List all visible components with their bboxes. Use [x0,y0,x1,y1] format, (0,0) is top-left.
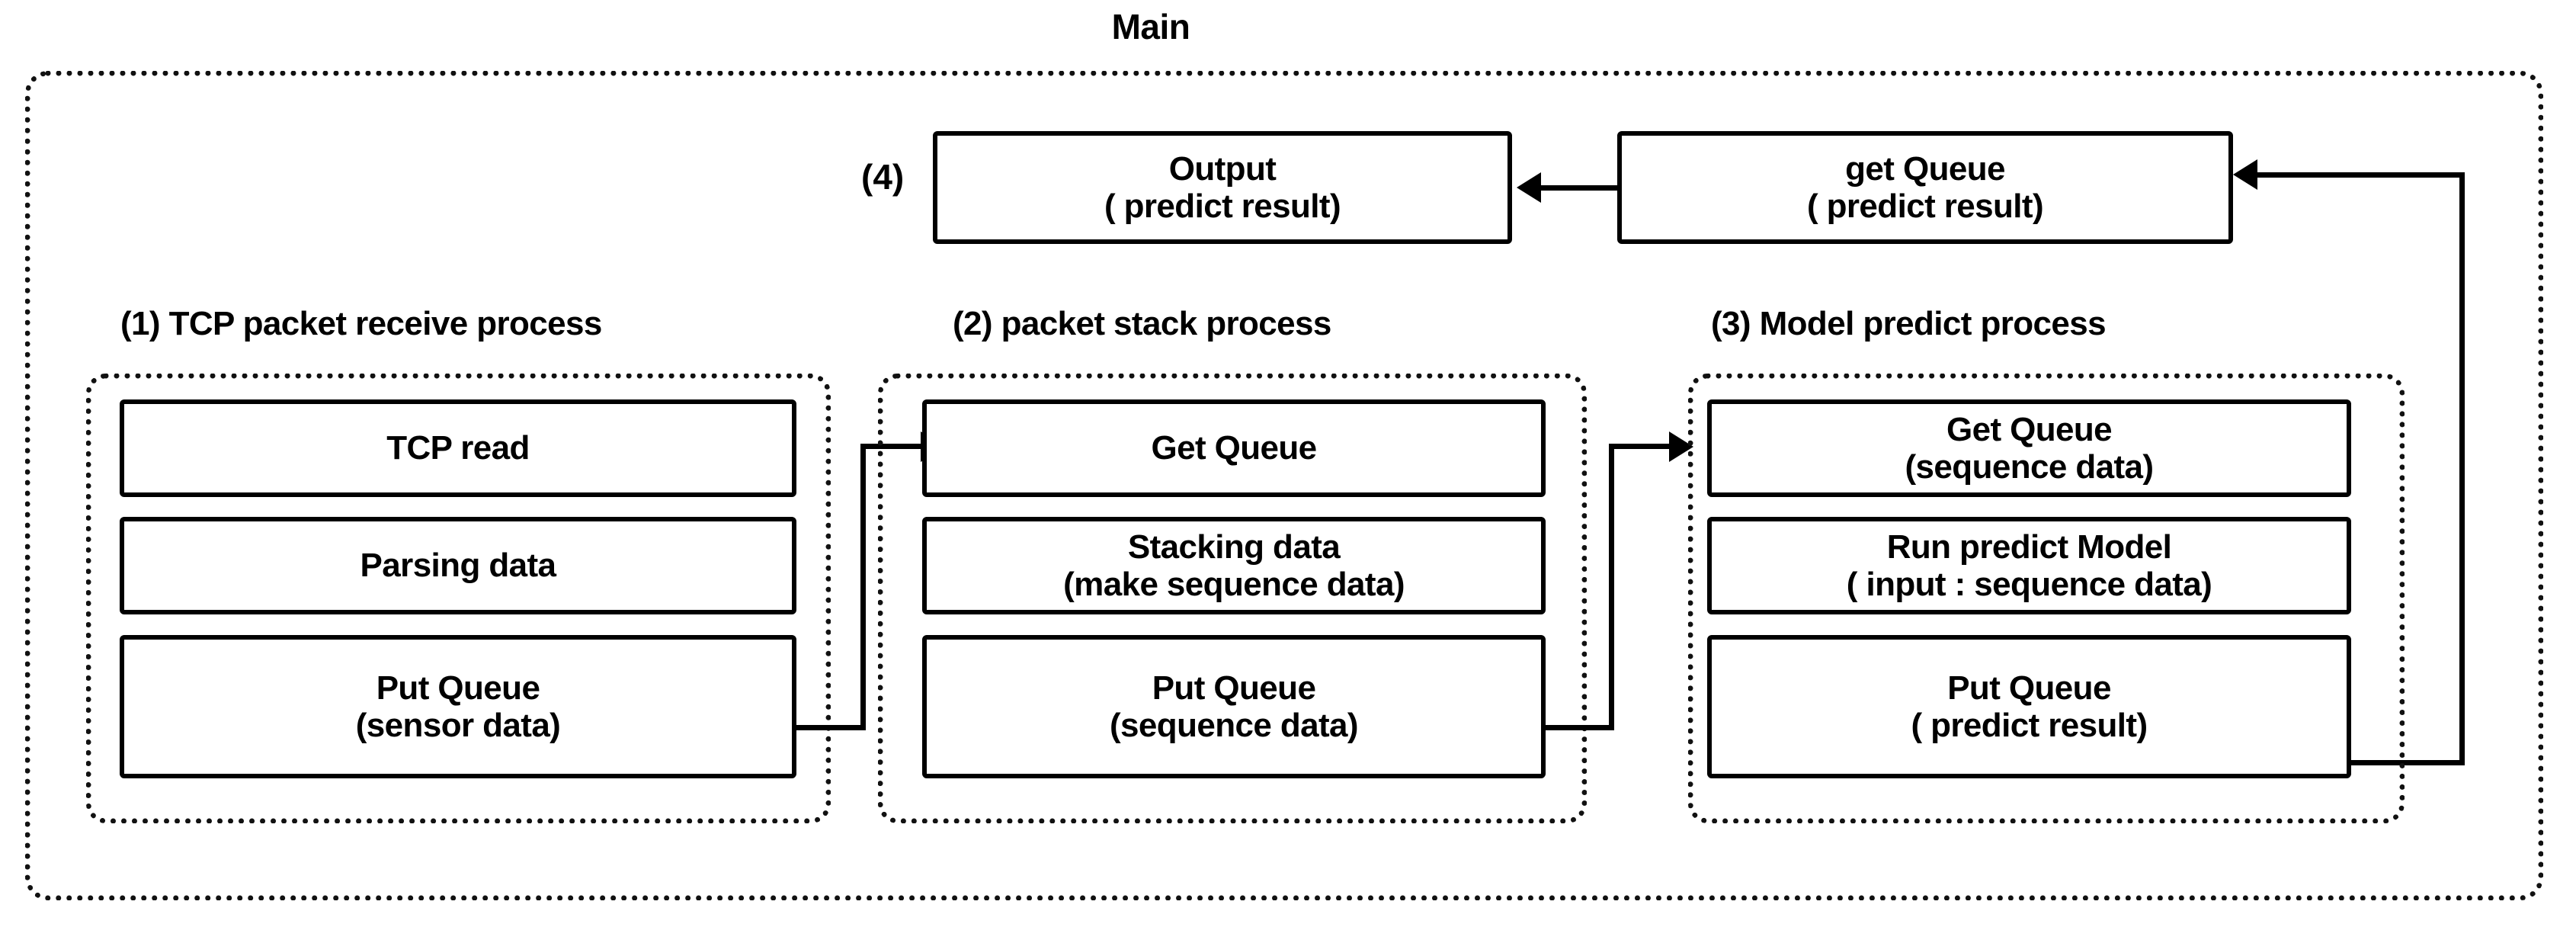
process2-box-2-line1: Stacking data [1127,528,1341,566]
feedback-connector-bottom-segment [2351,760,2465,765]
process2-box-1-line1: Get Queue [1151,429,1317,467]
process3-box-1-line2: (sequence data) [1905,448,2155,486]
process1-box-3: Put Queue (sensor data) [120,635,796,778]
connector-p1-to-p2-top-segment [860,444,926,449]
process3-box-2: Run predict Model ( input : sequence dat… [1707,517,2351,614]
process1-box-2: Parsing data [120,517,796,614]
process2-box-3-line1: Put Queue [1152,669,1316,707]
step-label-4: (4) [861,157,905,197]
process3-box-1: Get Queue (sequence data) [1707,399,2351,497]
feedback-connector-top-segment [2257,172,2465,178]
process1-box-1-line1: TCP read [386,429,530,467]
main-container-boundary [25,71,2543,900]
process2-box-2: Stacking data (make sequence data) [922,517,1546,614]
feedback-connector-arrowhead [2233,159,2257,190]
feedback-connector-vertical-segment [2459,172,2465,765]
process1-box-3-line2: (sensor data) [355,707,561,744]
process1-boundary [86,374,831,823]
process2-box-3-line2: (sequence data) [1110,707,1359,744]
process3-box-2-line1: Run predict Model [1886,528,2172,566]
process1-box-2-line1: Parsing data [360,547,556,585]
process2-boundary [878,374,1587,823]
connector-getqueue-to-output-line [1541,185,1617,191]
page-title: Main [0,6,2576,47]
connector-p2-to-p3-top-segment [1609,444,1674,449]
connector-p2-to-p3-bottom-segment [1541,725,1614,730]
process3-box-3: Put Queue ( predict result) [1707,635,2351,778]
get-queue-box: get Queue ( predict result) [1617,131,2233,244]
process3-box-3-line2: ( predict result) [1911,707,2148,744]
process2-title: (2) packet stack process [953,305,1331,342]
process2-box-1: Get Queue [922,399,1546,497]
process2-box-2-line2: (make sequence data) [1063,566,1405,603]
process3-boundary [1688,374,2405,823]
process2-box-3: Put Queue (sequence data) [922,635,1546,778]
process1-box-1: TCP read [120,399,796,497]
process3-box-3-line1: Put Queue [1947,669,2111,707]
process3-title: (3) Model predict process [1711,305,2107,342]
process1-title: (1) TCP packet receive process [120,305,602,342]
main-title-text: Main [1111,7,1190,47]
output-box: Output ( predict result) [933,131,1512,244]
get-queue-box-line2: ( predict result) [1806,188,2044,225]
process3-box-2-line2: ( input : sequence data) [1846,566,2212,603]
get-queue-box-line1: get Queue [1845,149,2005,188]
connector-p1-to-p2-bottom-segment [793,725,866,730]
output-box-line1: Output [1168,149,1277,188]
process3-box-1-line1: Get Queue [1946,410,2113,448]
connector-p2-to-p3-vertical-segment [1609,444,1614,730]
output-box-line2: ( predict result) [1104,188,1341,225]
connector-p1-to-p2-vertical-segment [860,444,866,730]
connector-getqueue-to-output-arrowhead [1517,172,1541,203]
process1-box-3-line1: Put Queue [376,669,540,707]
